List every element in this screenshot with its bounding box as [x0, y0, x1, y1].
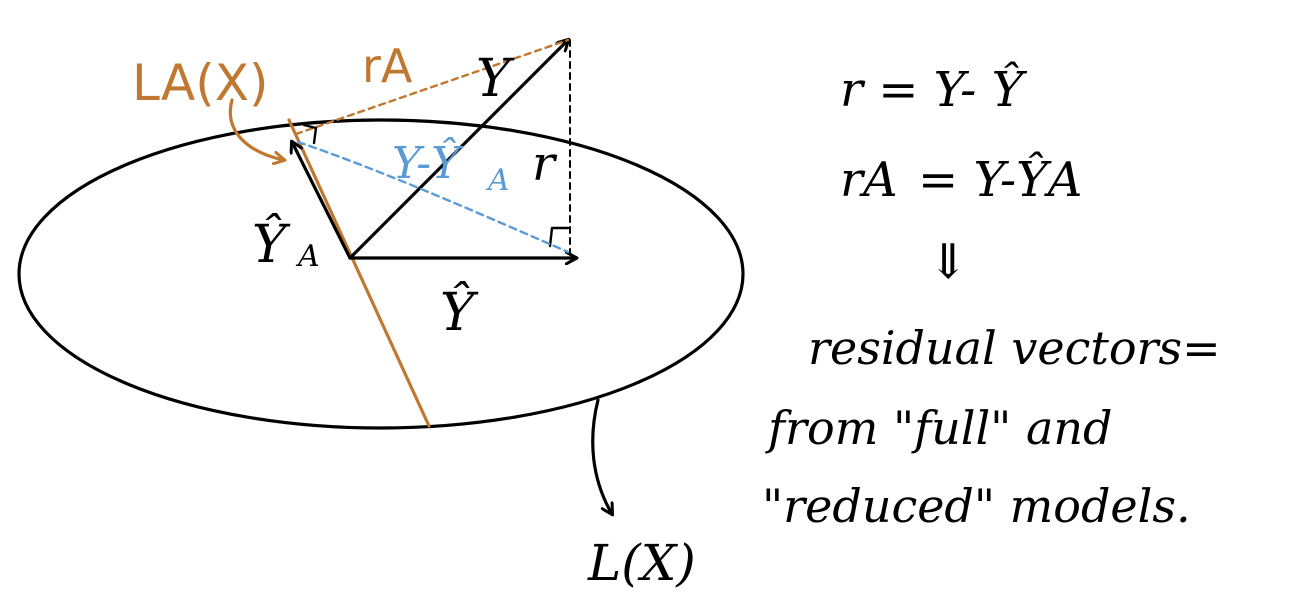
label-y: Y [476, 49, 515, 109]
label-y-minus-yhat-a: Y-Ŷ [392, 136, 464, 189]
label-l-x: L(X) [587, 534, 696, 592]
residual-ra-line [294, 38, 570, 136]
subspace-la-line [287, 118, 431, 428]
right-angle-mark-ra [302, 123, 318, 145]
column-space-ellipse [17, 118, 745, 430]
equation-r: r = Y- Ŷ [840, 60, 1028, 118]
equation-ra-rhs: = Y-ŶA [918, 150, 1082, 208]
label-yhat: Ŷ [440, 281, 479, 343]
label-y-minus-yhat-a-sub: A [485, 163, 510, 198]
difference-vector-line [296, 140, 570, 254]
label-r: r [532, 136, 558, 192]
label-yhat-a: Ŷ [252, 213, 291, 275]
label-la-x: LA(X) [132, 54, 268, 112]
note-line-2: from "full" and [765, 401, 1112, 455]
la-pointer-arrow [228, 98, 284, 160]
implies-arrow: ⇓ [928, 234, 968, 290]
right-angle-mark-r [548, 226, 570, 248]
note-line-1: residual vectors= [808, 321, 1221, 375]
lx-pointer-arrow [591, 398, 612, 514]
equation-ra-lhs: rA [840, 152, 898, 208]
yhat-a-vector [292, 142, 352, 260]
label-ra: rA [362, 39, 413, 93]
label-yhat-a-sub: A [295, 239, 320, 274]
note-line-3: "reduced" models. [762, 479, 1191, 533]
y-vector [348, 40, 568, 260]
